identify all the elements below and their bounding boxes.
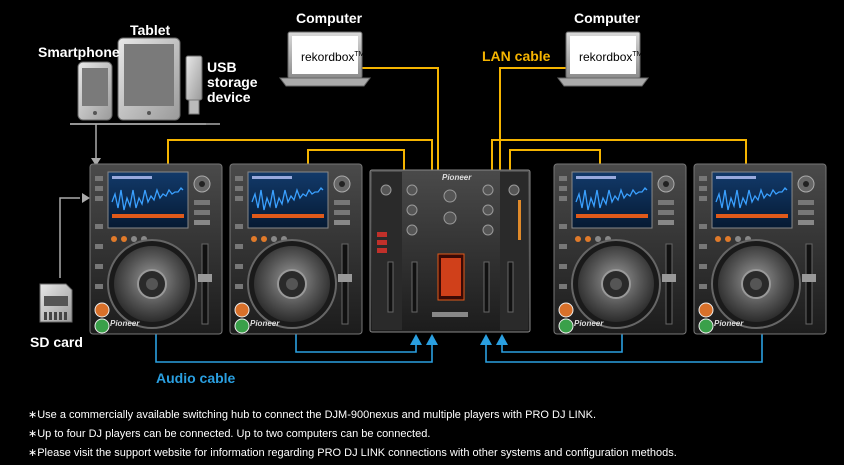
computer-left-label: Computer [296,10,363,26]
dj-player-1 [89,163,223,335]
usb-device [185,55,203,115]
sd-card-device [39,283,73,323]
usb-label-line1: USB [207,59,237,75]
dj-player-4 [693,163,827,335]
computer-left-device [279,31,371,87]
audio-cable-label: Audio cable [156,370,236,386]
usb-storage-label: USB storage device [207,60,258,105]
player-1-brand: Pioneer [110,319,140,328]
mixer-brand: Pioneer [442,173,472,182]
computer-right-device [557,31,649,87]
usb-label-line2: storage [207,74,258,90]
rekordbox-right-label: rekordboxTM [579,50,643,64]
player-4-brand: Pioneer [714,319,744,328]
audio-arrows [410,334,508,345]
note-3: ∗Please visit the support website for in… [28,447,677,459]
note-1: ∗Use a commercially available switching … [28,409,597,421]
dj-player-3 [553,163,687,335]
lan-cable-label: LAN cable [482,48,551,64]
computer-right-label: Computer [574,10,641,26]
audio-cables [155,333,763,363]
player-3-brand: Pioneer [574,319,604,328]
tablet-label: Tablet [130,22,171,38]
dj-player-2 [229,163,363,335]
smartphone-device [77,61,113,121]
usb-label-line3: device [207,89,251,105]
player-2-brand: Pioneer [250,319,280,328]
sd-card-label: SD card [30,334,83,350]
smartphone-label: Smartphone [38,44,120,60]
tablet-device [117,37,181,121]
rekordbox-left-label: rekordboxTM [301,50,365,64]
note-2: ∗Up to four DJ players can be connected.… [28,428,431,440]
dj-mixer [369,169,531,333]
